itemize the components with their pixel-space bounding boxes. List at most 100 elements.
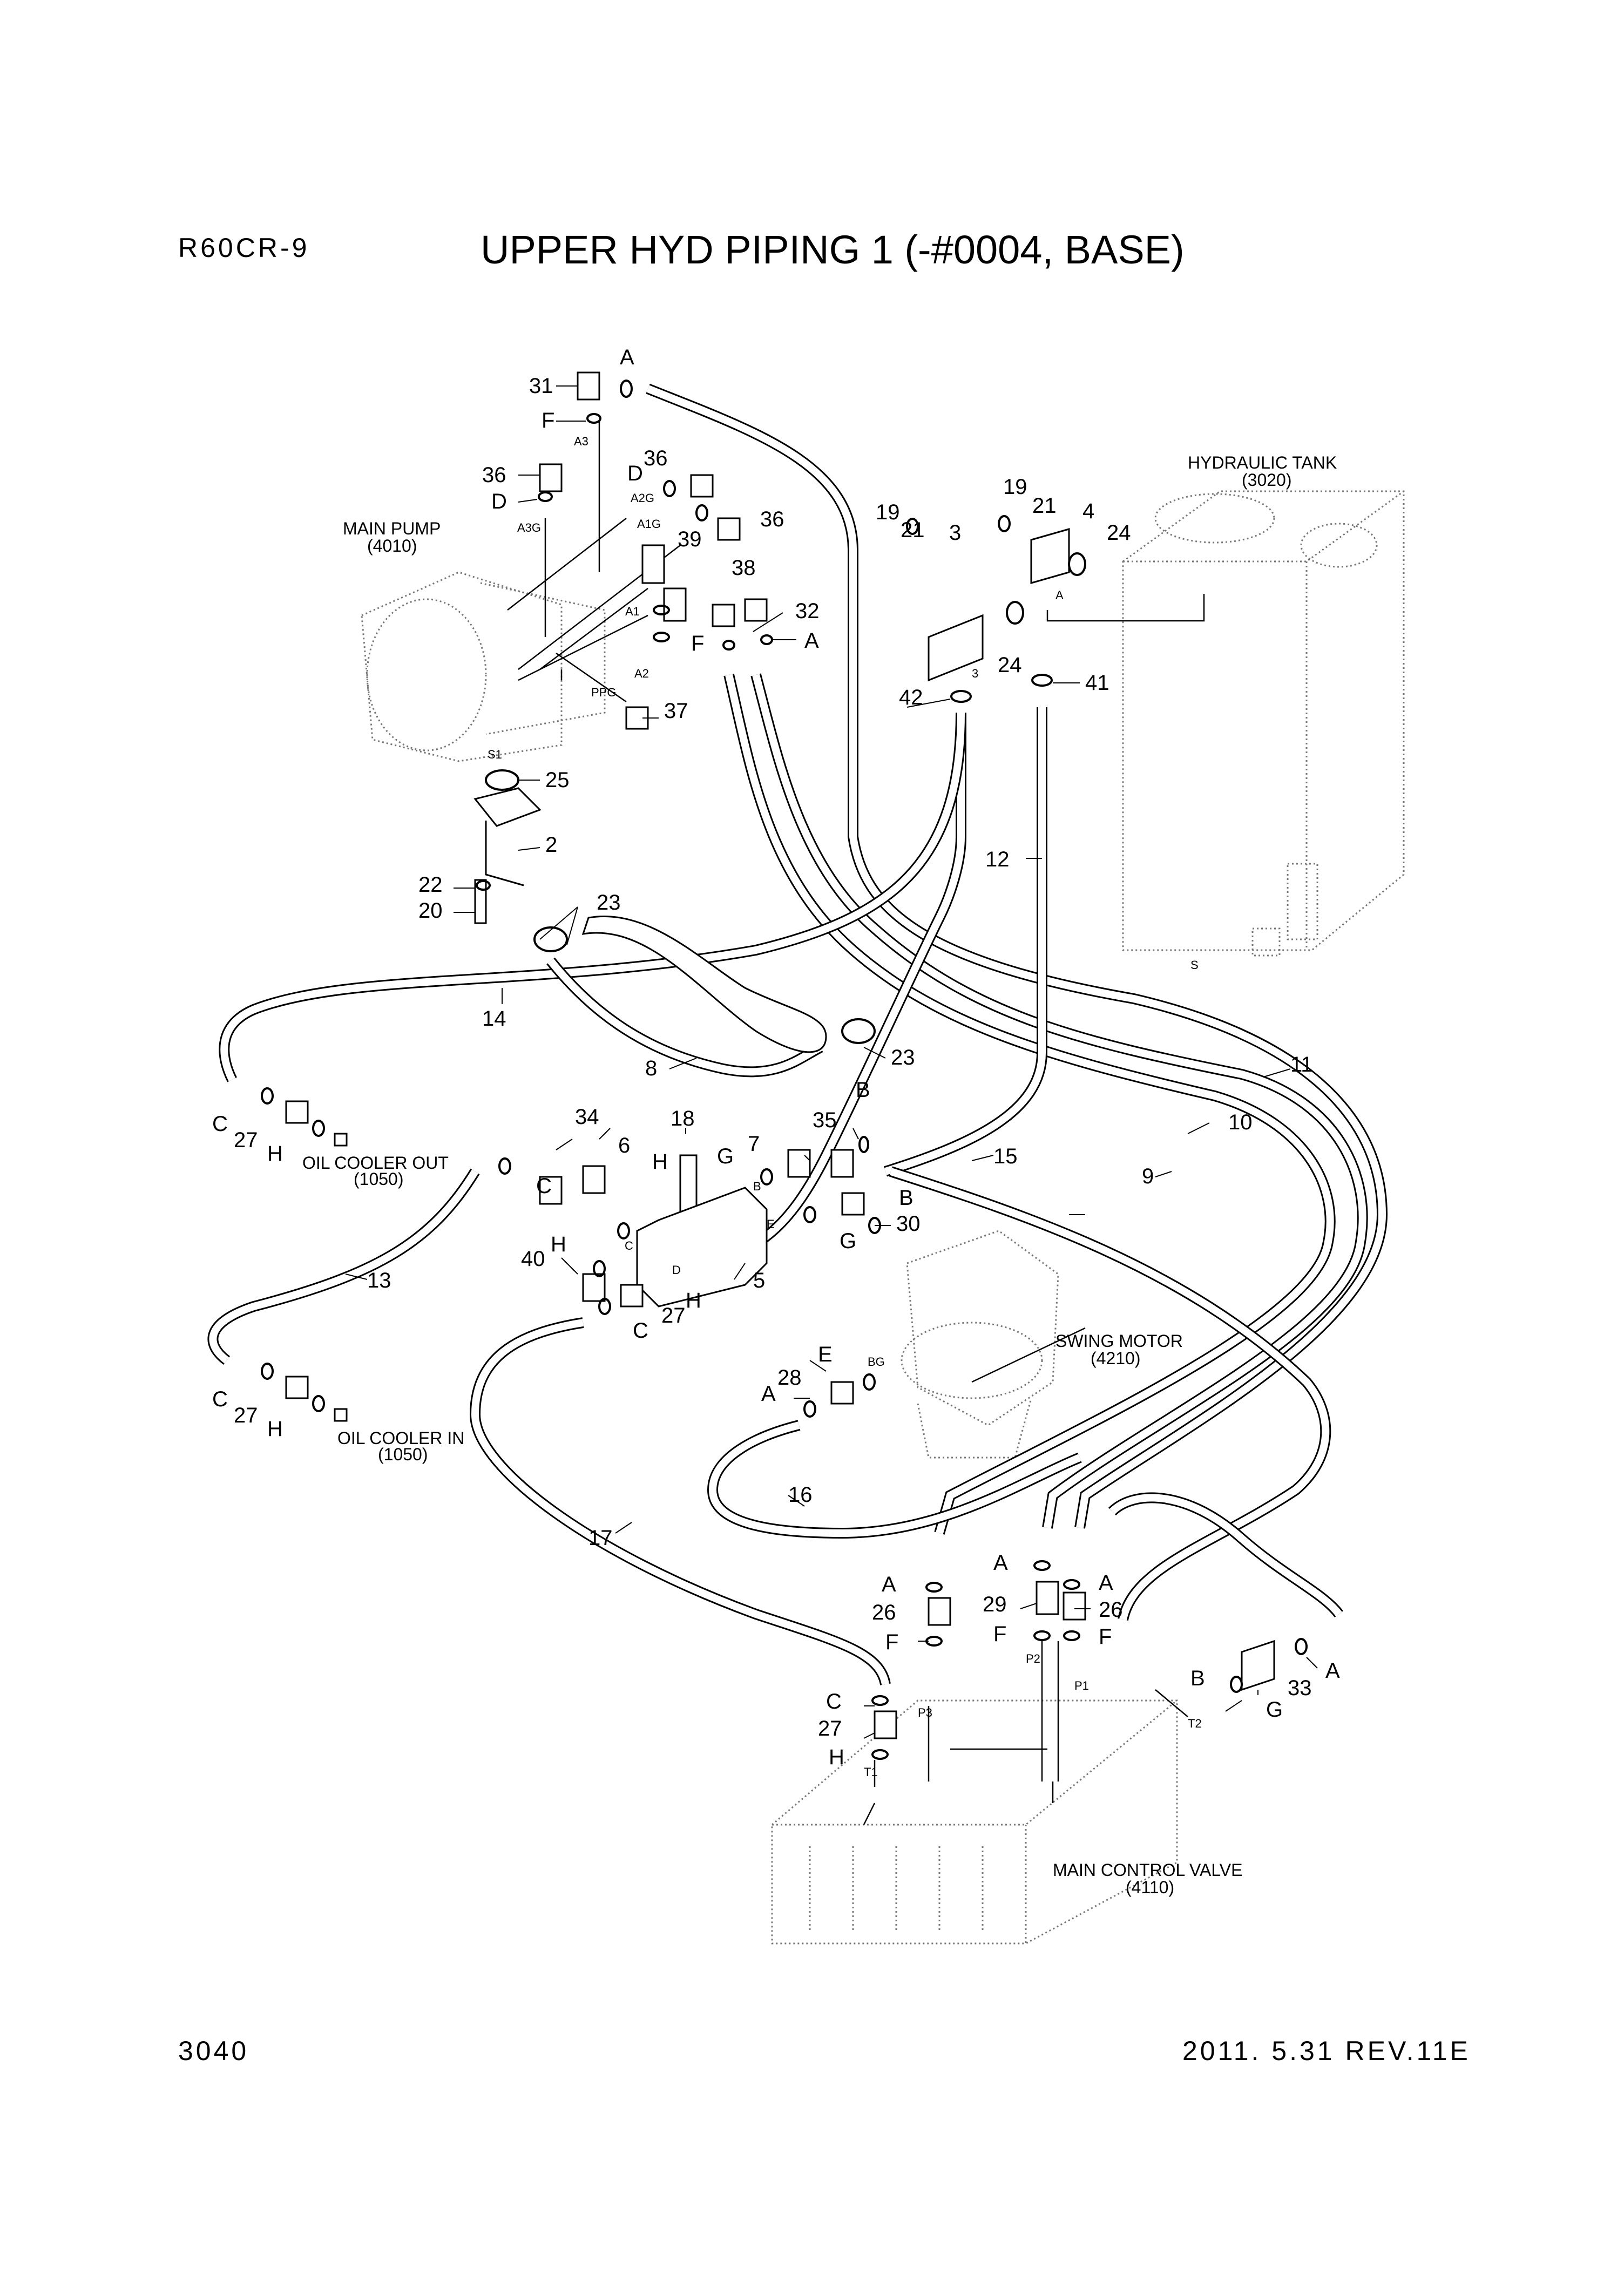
- hose-lines: [207, 383, 1388, 1686]
- callout: C: [826, 1690, 842, 1713]
- port-label: A: [1055, 588, 1064, 602]
- revision-date: 2011. 5.31 REV.11E: [1182, 2036, 1471, 2066]
- callout: C: [212, 1112, 228, 1136]
- page-title: UPPER HYD PIPING 1 (-#0004, BASE): [481, 227, 1185, 272]
- elbow-35: [830, 1149, 854, 1178]
- callout: G: [840, 1229, 856, 1253]
- main-pump-label: MAIN PUMP: [343, 519, 441, 538]
- callout: H: [686, 1289, 701, 1312]
- oil-cooler-out-label: OIL COOLER OUT: [302, 1153, 449, 1173]
- port-label: D: [672, 1263, 681, 1277]
- callout: 4: [1082, 499, 1094, 523]
- callout: 22: [418, 873, 443, 897]
- clamp-23b: [841, 1018, 876, 1044]
- callout: 41: [1085, 671, 1109, 695]
- callout: 33: [1288, 1676, 1312, 1700]
- callout: 34: [575, 1105, 599, 1129]
- callout: 27: [234, 1404, 258, 1427]
- callouts: 31 A F 36 D 36 D 36 39 38 32 F A 19 21 3…: [212, 346, 1340, 1769]
- elbow-38: [663, 587, 687, 622]
- port-label: E: [767, 1217, 775, 1231]
- callout: H: [652, 1150, 668, 1174]
- port-label: S1: [488, 748, 502, 761]
- elbow-31: [577, 371, 600, 401]
- port-label: A2G: [631, 491, 654, 505]
- callout: 19: [876, 500, 900, 524]
- callout: F: [885, 1630, 898, 1654]
- callout: 19: [1003, 475, 1027, 499]
- connector-36b: [717, 517, 741, 541]
- callout: 18: [671, 1107, 695, 1130]
- main-control-valve-label: MAIN CONTROL VALVE: [1053, 1860, 1242, 1880]
- elbow-34: [539, 1176, 563, 1205]
- callout: A: [1325, 1659, 1340, 1683]
- callout: B: [1190, 1667, 1205, 1690]
- callout: H: [267, 1417, 283, 1441]
- port-label: T1: [864, 1765, 878, 1779]
- fitting-32b: [744, 598, 768, 622]
- callout: 9: [1142, 1164, 1154, 1188]
- callout: 38: [732, 556, 756, 580]
- callout: 27: [818, 1717, 842, 1740]
- hydraulic-tank-drawing: [1122, 490, 1405, 957]
- port-label: S: [1190, 958, 1199, 972]
- callout: 26: [872, 1601, 896, 1624]
- callout: 14: [482, 1007, 506, 1031]
- oil-cooler-out-code: (1050): [354, 1169, 404, 1189]
- component-labels: HYDRAULIC TANK (3020) MAIN PUMP (4010) O…: [302, 453, 1337, 1897]
- callout: E: [818, 1343, 833, 1366]
- fitting-32a: [712, 604, 735, 627]
- callout: C: [633, 1319, 648, 1343]
- callout: A: [761, 1382, 776, 1406]
- port-label: BG: [868, 1355, 885, 1369]
- callout: 37: [664, 699, 688, 723]
- callout: F: [691, 632, 704, 655]
- callout: 24: [998, 653, 1022, 677]
- callout: 24: [1107, 521, 1131, 545]
- callout: 27: [234, 1128, 258, 1152]
- port-label: 3: [972, 667, 978, 680]
- port-label: A3: [574, 435, 588, 448]
- connector-28: [830, 1381, 854, 1405]
- callout: 35: [813, 1108, 837, 1132]
- callout: 29: [983, 1593, 1007, 1616]
- hydraulic-tank-label: HYDRAULIC TANK: [1188, 453, 1337, 472]
- callout: 2: [545, 833, 557, 857]
- callout: A: [804, 629, 819, 653]
- port-label: B: [753, 1180, 761, 1193]
- callout: B: [899, 1186, 914, 1210]
- tee-33: [1241, 1640, 1275, 1691]
- leader-lines: [345, 385, 1318, 1739]
- callout: 17: [588, 1526, 613, 1550]
- port-label: T2: [1188, 1717, 1202, 1730]
- connector-27: [620, 1284, 644, 1308]
- block-3: [928, 614, 984, 682]
- callout: 26: [1099, 1598, 1123, 1622]
- callout: C: [212, 1387, 228, 1411]
- connector-26b: [1063, 1591, 1086, 1621]
- oil-cooler-in-label: OIL COOLER IN: [337, 1428, 464, 1448]
- callout: 3: [949, 521, 961, 545]
- callout: 15: [993, 1144, 1018, 1168]
- hydraulic-tank-code: (3020): [1242, 470, 1292, 490]
- block-5: [636, 1187, 768, 1308]
- callout: 31: [529, 374, 553, 398]
- callout: D: [627, 462, 643, 485]
- oil-cooler-in-code: (1050): [378, 1445, 428, 1464]
- plug-36: [539, 463, 563, 492]
- callout: 7: [748, 1132, 760, 1156]
- connector-27-mcv: [874, 1710, 897, 1739]
- callout: 28: [777, 1366, 802, 1390]
- elbow-39: [641, 544, 665, 584]
- model-code: R60CR-9: [178, 233, 310, 263]
- callout: 25: [545, 768, 570, 792]
- port-labels: A3 A3G A2G A1G A1 A2 PPG S1 S 3 A B C D …: [488, 435, 1202, 1779]
- callout: 5: [753, 1269, 765, 1292]
- port-label: A1: [625, 605, 640, 618]
- callout: 30: [896, 1212, 921, 1236]
- connector-36a: [690, 474, 714, 498]
- callout: 32: [795, 599, 820, 623]
- port-label: A1G: [637, 517, 661, 531]
